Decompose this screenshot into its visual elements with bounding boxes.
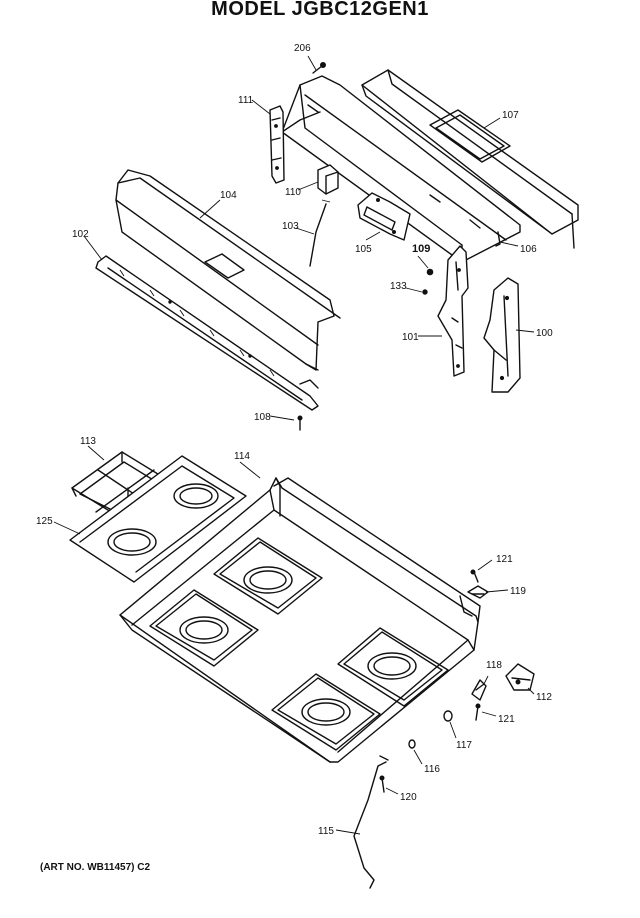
part-115-support-rod bbox=[353, 755, 389, 889]
leader-lines bbox=[53, 55, 535, 835]
part-100-end-bracket bbox=[483, 277, 521, 393]
part-117-grommet bbox=[443, 710, 453, 722]
part-118-bracket bbox=[471, 679, 487, 701]
callout-121-upper: 121 bbox=[496, 554, 513, 565]
callout-101: 101 bbox=[402, 332, 419, 343]
part-103-rod bbox=[309, 199, 331, 267]
callout-113: 113 bbox=[80, 436, 96, 447]
part-116-plug bbox=[408, 739, 416, 749]
callout-103: 103 bbox=[282, 221, 299, 232]
part-110-switch bbox=[317, 164, 339, 195]
callout-100: 100 bbox=[536, 328, 553, 339]
callout-104: 104 bbox=[220, 190, 237, 201]
part-120-screw bbox=[379, 775, 385, 793]
part-109-fastener bbox=[426, 268, 434, 276]
part-133-fastener bbox=[422, 289, 428, 295]
callout-125: 125 bbox=[36, 516, 53, 527]
callout-115: 115 bbox=[318, 826, 334, 837]
callout-114: 114 bbox=[234, 451, 250, 462]
callout-109: 109 bbox=[412, 243, 430, 255]
callout-110: 110 bbox=[285, 187, 301, 198]
callout-116: 116 bbox=[424, 764, 440, 775]
part-121-screw-upper bbox=[470, 569, 479, 583]
callout-105: 105 bbox=[355, 244, 372, 255]
part-108-screw bbox=[297, 415, 303, 431]
callout-121-lower: 121 bbox=[498, 714, 515, 725]
callout-labels: 206 111 107 110 104 103 105 106 102 109 … bbox=[36, 43, 553, 837]
art-number: (ART NO. WB11457) C2 bbox=[40, 862, 151, 873]
part-112-knob bbox=[505, 663, 535, 691]
part-111-bracket bbox=[269, 105, 285, 184]
part-119-clip bbox=[467, 585, 489, 599]
part-105-clock bbox=[357, 192, 411, 241]
callout-119: 119 bbox=[510, 586, 526, 597]
part-101-end-bracket bbox=[437, 245, 469, 377]
part-107-top-trim bbox=[361, 69, 579, 249]
part-121-screw-lower bbox=[475, 703, 481, 721]
part-114-cooktop bbox=[119, 477, 481, 763]
callout-107: 107 bbox=[502, 110, 519, 121]
callout-117: 117 bbox=[456, 740, 472, 751]
callout-112: 112 bbox=[536, 692, 552, 703]
callout-206: 206 bbox=[294, 43, 311, 54]
callout-111: 111 bbox=[238, 95, 254, 106]
callout-108: 108 bbox=[254, 412, 271, 423]
callout-133: 133 bbox=[390, 281, 407, 292]
callout-120: 120 bbox=[400, 792, 417, 803]
part-106-backsplash bbox=[281, 75, 521, 263]
callout-118: 118 bbox=[486, 660, 502, 671]
part-102-trim bbox=[95, 255, 319, 411]
model-title: MODEL JGBC12GEN1 bbox=[211, 0, 429, 20]
part-206-screw bbox=[312, 62, 326, 74]
part-104-control-panel bbox=[115, 169, 341, 371]
callout-106: 106 bbox=[520, 244, 537, 255]
part-125-drip-pan bbox=[69, 455, 247, 583]
callout-102: 102 bbox=[72, 229, 89, 240]
